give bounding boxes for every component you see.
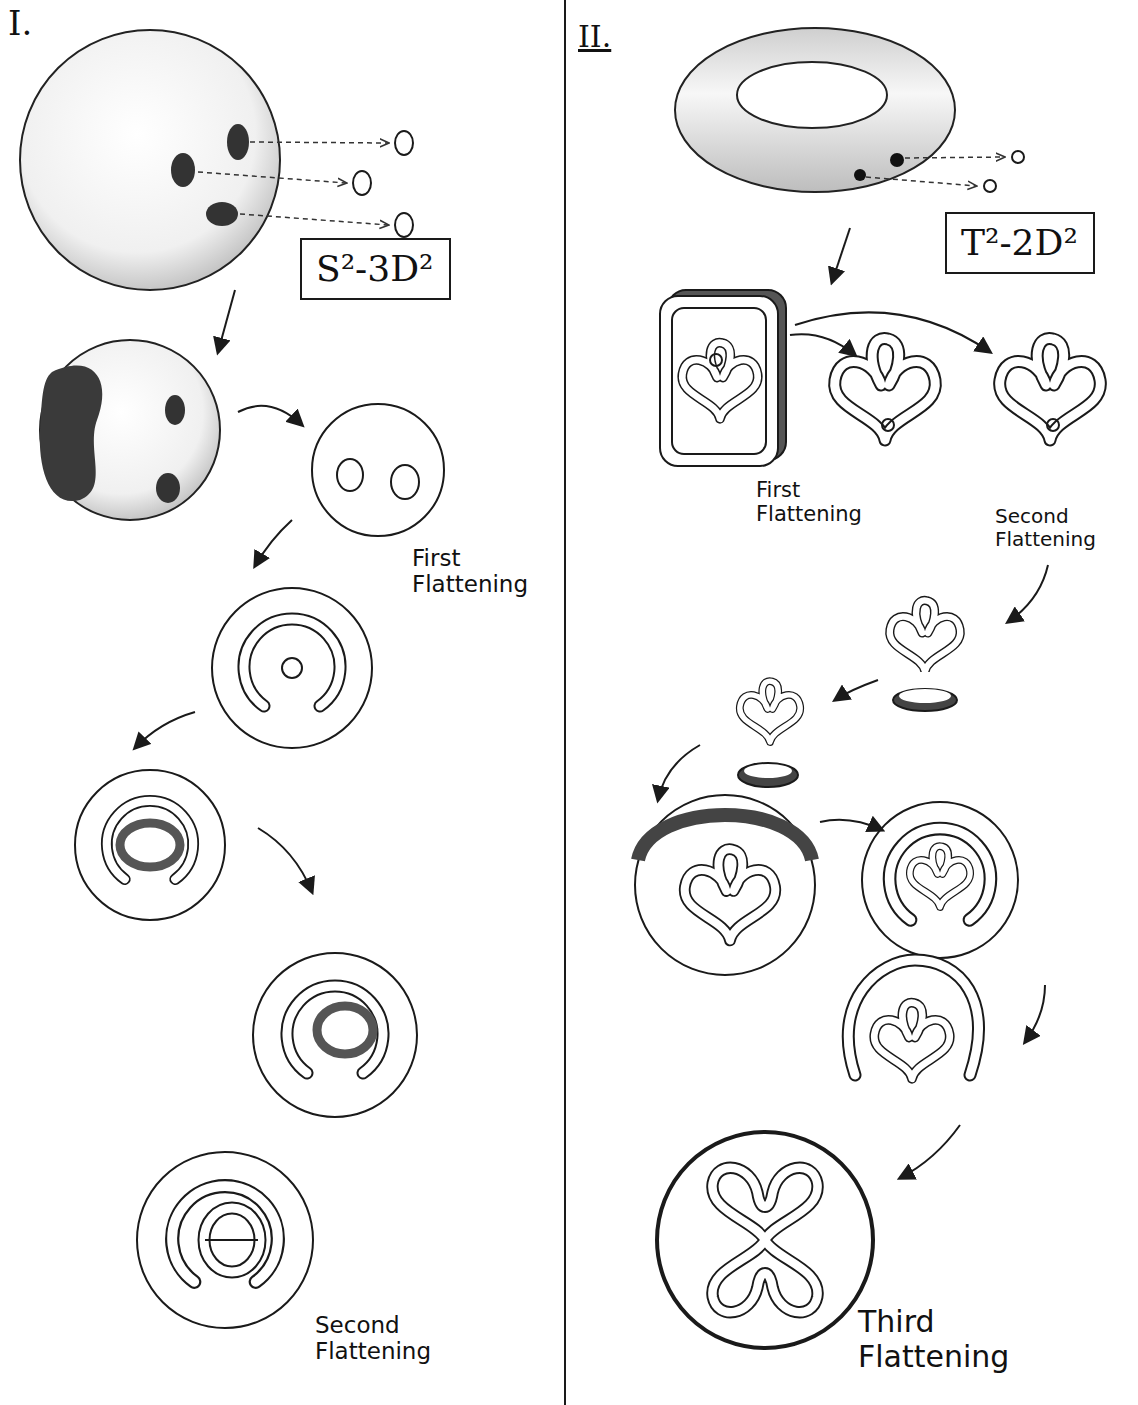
panel-number: I. xyxy=(8,4,32,43)
step-label: Second Flattening xyxy=(995,505,1133,551)
formula-text: T²-2D² xyxy=(961,222,1078,263)
step-label: First Flattening xyxy=(412,545,557,598)
step-label: Second Flattening xyxy=(315,1312,465,1365)
step-label: Third Flattening xyxy=(858,1305,1033,1374)
step-label: First Flattening xyxy=(756,478,886,526)
formula-box: T²-2D² xyxy=(945,212,1095,274)
panel-number: II. xyxy=(578,20,611,55)
formula-text: S²-3D² xyxy=(316,248,433,289)
formula-box: S²-3D² xyxy=(300,238,451,300)
